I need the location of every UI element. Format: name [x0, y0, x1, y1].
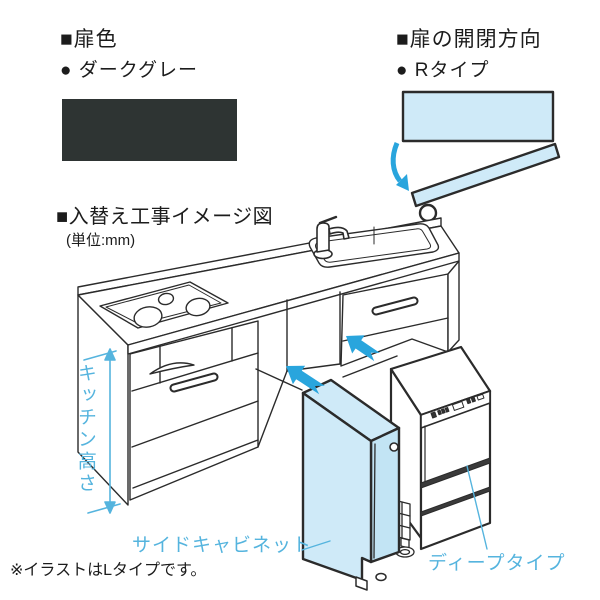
alcove-opening: [255, 291, 341, 448]
side-cabinet-leader: [301, 540, 331, 551]
counter-right-end-panel: [447, 260, 460, 353]
sink: [308, 223, 440, 268]
door-direction-heading: ■扉の開閉方向: [396, 28, 542, 51]
door-color-swatch: [62, 99, 237, 161]
burner-large-left: [133, 306, 163, 328]
door-open-arrow-icon: [390, 142, 409, 191]
drawer-handle-pill: [171, 374, 217, 391]
door-color-option: ● ダークグレー: [60, 60, 198, 81]
deep-type-leader: [466, 465, 488, 550]
hinge-hole: [389, 442, 399, 452]
door-open-panel: [410, 142, 561, 208]
door-color-heading: ■扉色: [60, 28, 118, 51]
push-arrow-icon-left: [286, 365, 325, 395]
burner-large-right: [185, 297, 211, 317]
side-cabinet: [301, 378, 401, 591]
burner-small: [157, 292, 175, 306]
label-leader-lines: [301, 465, 488, 551]
kitchen-height-marker: [83, 348, 121, 514]
side-cabinet-label: サイドキャビネット: [132, 535, 313, 556]
base-trim: [420, 486, 491, 517]
deep-type-label: ディープタイプ: [428, 553, 566, 574]
unit-note: (単位:mm): [66, 232, 136, 249]
illustration-footnote: ※イラストはLタイプです。: [10, 562, 207, 579]
door-hinge-roller: [418, 203, 438, 223]
faucet: [313, 215, 350, 260]
sink-cabinet: [340, 260, 460, 378]
cooktop: [99, 281, 229, 329]
drawer-handle-curved: [149, 362, 195, 375]
door-direction-option: ● Rタイプ: [396, 60, 490, 81]
push-arrow-icons: [286, 335, 380, 395]
sink-drawer-handle: [373, 298, 417, 314]
control-panel-buttons: [430, 393, 485, 419]
side-cabinet-foot: [375, 572, 387, 582]
installation-heading: ■入替え工事イメージ図: [56, 206, 274, 228]
left-cabinet: [129, 320, 259, 501]
kitchen-height-label: キッチン高さ: [74, 363, 96, 495]
push-arrow-icon-right: [346, 335, 380, 362]
side-cabinet-front-face: [301, 391, 373, 582]
dishwasher: [389, 345, 492, 558]
door-direction-diagram: [401, 90, 561, 223]
kitchen-drawing: [77, 215, 492, 591]
door-closed-panel: [401, 90, 555, 143]
